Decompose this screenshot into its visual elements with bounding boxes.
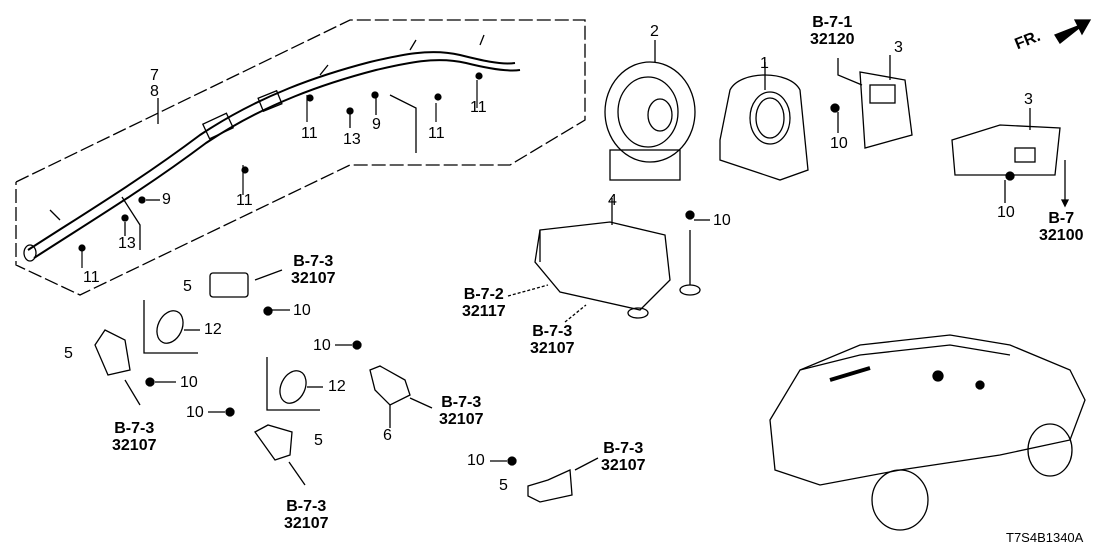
bracket-upper[interactable] bbox=[837, 55, 913, 149]
ref-section: B-7-3 bbox=[114, 420, 155, 437]
bolt-11-group bbox=[78, 72, 483, 268]
ref-b73[interactable]: B-7-3 32107 bbox=[291, 253, 336, 287]
callout-10: 10 bbox=[186, 404, 204, 421]
impact-sensor-right[interactable] bbox=[527, 457, 599, 503]
front-arrow bbox=[1054, 19, 1092, 44]
callout-1: 1 bbox=[760, 55, 769, 72]
callout-9: 9 bbox=[372, 116, 381, 133]
impact-sensor-6[interactable] bbox=[369, 365, 433, 428]
callout-6: 6 bbox=[383, 427, 392, 444]
callout-10: 10 bbox=[997, 204, 1015, 221]
callout-5: 5 bbox=[314, 432, 323, 449]
vehicle-illustration bbox=[769, 334, 1086, 531]
callout-3: 3 bbox=[1024, 91, 1033, 108]
ref-b73[interactable]: B-7-3 32107 bbox=[530, 323, 575, 357]
callout-7: 7 bbox=[150, 67, 159, 84]
callout-2: 2 bbox=[650, 23, 659, 40]
ref-section: B-7-3 bbox=[441, 394, 482, 411]
callout-3: 3 bbox=[894, 39, 903, 56]
ref-part: 32120 bbox=[810, 31, 855, 48]
callout-12: 12 bbox=[328, 378, 346, 395]
callout-10: 10 bbox=[313, 337, 331, 354]
curtain-airbag-enclosure bbox=[15, 19, 586, 296]
callout-10: 10 bbox=[293, 302, 311, 319]
callout-11: 11 bbox=[428, 125, 445, 142]
diagram-code: T7S4B1340A bbox=[1006, 530, 1084, 545]
callout-11: 11 bbox=[470, 99, 487, 116]
impact-sensor-lower[interactable] bbox=[254, 424, 306, 486]
ref-b72[interactable]: B-7-2 32117 bbox=[462, 286, 506, 320]
callout-13: 13 bbox=[118, 235, 136, 252]
ref-b73[interactable]: B-7-3 32107 bbox=[112, 420, 157, 454]
bracket-lower[interactable] bbox=[951, 108, 1070, 208]
callout-13: 13 bbox=[343, 131, 361, 148]
ref-section: B-7-1 bbox=[812, 14, 853, 31]
impact-sensor-left[interactable] bbox=[94, 329, 141, 406]
ref-b73[interactable]: B-7-3 32107 bbox=[284, 498, 329, 532]
ref-section: B-7-3 bbox=[293, 253, 334, 270]
callout-10: 10 bbox=[467, 452, 485, 469]
ref-part: 32107 bbox=[530, 340, 575, 357]
curtain-airbag[interactable] bbox=[23, 34, 521, 262]
callout-5: 5 bbox=[183, 278, 192, 295]
ref-section: B-7-3 bbox=[603, 440, 644, 457]
o-ring-group bbox=[143, 300, 323, 411]
callout-5: 5 bbox=[499, 477, 508, 494]
ref-section: B-7-3 bbox=[286, 498, 327, 515]
callout-11: 11 bbox=[83, 269, 100, 286]
ref-b73[interactable]: B-7-3 32107 bbox=[601, 440, 646, 474]
ref-part: 32107 bbox=[284, 515, 329, 532]
srs-control-unit[interactable] bbox=[507, 198, 701, 323]
callout-10: 10 bbox=[830, 135, 848, 152]
ref-part: 32117 bbox=[462, 303, 506, 320]
callout-10: 10 bbox=[713, 212, 731, 229]
callout-4: 4 bbox=[608, 192, 617, 209]
ref-part: 32107 bbox=[439, 411, 484, 428]
ref-section: B-7-2 bbox=[463, 286, 504, 303]
ref-section: B-7 bbox=[1048, 210, 1075, 227]
ref-section: B-7-3 bbox=[532, 323, 573, 340]
callout-11: 11 bbox=[301, 125, 318, 142]
callout-12: 12 bbox=[204, 321, 222, 338]
ref-part: 32100 bbox=[1039, 227, 1084, 244]
ref-b7[interactable]: B-7 32100 bbox=[1039, 210, 1084, 244]
ref-part: 32107 bbox=[112, 437, 157, 454]
bolt-10-group bbox=[145, 103, 1015, 466]
steering-angle-sensor[interactable] bbox=[719, 62, 809, 181]
callout-9: 9 bbox=[162, 191, 171, 208]
ref-b73[interactable]: B-7-3 32107 bbox=[439, 394, 484, 428]
ref-part: 32107 bbox=[601, 457, 646, 474]
callout-11: 11 bbox=[236, 192, 253, 209]
callout-8: 8 bbox=[150, 83, 159, 100]
callout-10: 10 bbox=[180, 374, 198, 391]
callout-5: 5 bbox=[64, 345, 73, 362]
ref-b71[interactable]: B-7-1 32120 bbox=[810, 14, 855, 48]
clockspring[interactable] bbox=[604, 40, 696, 181]
impact-sensor-upper[interactable] bbox=[209, 269, 283, 298]
ref-part: 32107 bbox=[291, 270, 336, 287]
